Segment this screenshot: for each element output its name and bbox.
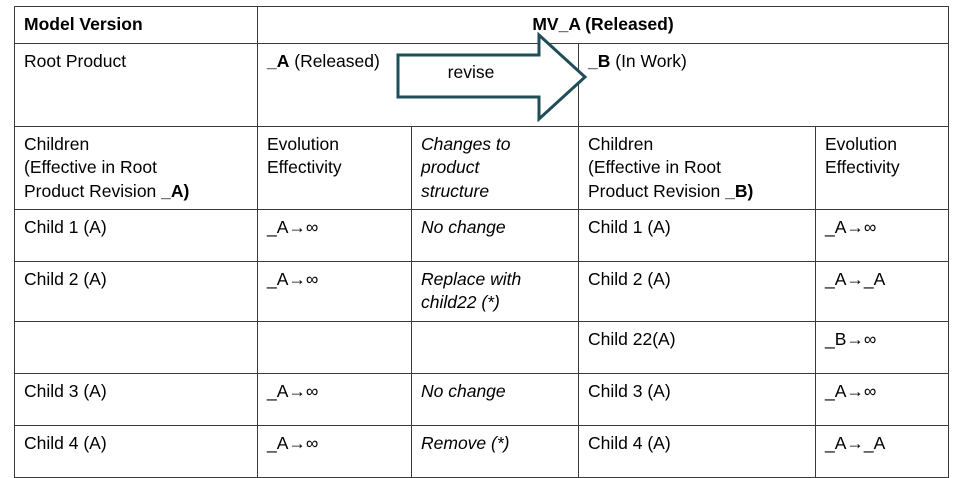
evolution-effectivity-right-line1: Evolution [825, 134, 897, 154]
cell-child-a: Child 2 (A) [14, 261, 258, 322]
cell-child-b: Child 1 (A) [578, 209, 816, 262]
changes-line3: structure [421, 180, 490, 201]
cell-effectivity-b: _A→_A [814, 261, 950, 322]
cell-effectivity-b: _A→∞ [814, 209, 950, 262]
cell-change [411, 320, 579, 374]
cell-header-evolution-effectivity-right: Evolution Effectivity [814, 126, 950, 210]
children-b-line3: Product Revision _B) [588, 180, 754, 201]
cell-child-a [14, 320, 258, 374]
children-b-line2: (Effective in Root [588, 157, 721, 178]
revise-arrow-label: revise [447, 62, 495, 82]
cell-effectivity-b: _A→_A [814, 424, 950, 478]
cell-child-b: Child 2 (A) [578, 261, 816, 322]
cell-child-b: Child 4 (A) [578, 424, 816, 478]
cell-model-version-label: Model Version [14, 6, 258, 44]
table-row: Child 22(A) _B→∞ [14, 320, 950, 374]
cell-effectivity-a [257, 320, 412, 374]
children-a-line2: (Effective in Root [24, 157, 157, 178]
cell-child-b: Child 3 (A) [578, 372, 816, 426]
table-row: Child 2 (A) _A→∞ Replace with child22 (*… [14, 261, 950, 322]
cell-root-product-rev-a: _A (Released) [257, 43, 579, 127]
rev-a-prefix: _A [267, 51, 290, 71]
rev-b-prefix: _B [588, 51, 611, 71]
cell-change: No change [411, 209, 579, 262]
model-version-comparison-table: Model Version MV_A (Released) Root Produ… [14, 6, 950, 478]
cell-child-a: Child 4 (A) [14, 424, 258, 478]
cell-child-b: Child 22(A) [578, 320, 816, 374]
table-row: Child 4 (A) _A→∞ Remove (*) Child 4 (A) … [14, 424, 950, 478]
evolution-effectivity-left-line1: Evolution [267, 134, 339, 154]
table-row-root-product: Root Product _A (Released) _B (In Work) [14, 43, 950, 127]
cell-header-changes-to-product-structure: Changes to product structure [411, 126, 579, 210]
table-row-column-headers: Children (Effective in Root Product Revi… [14, 126, 950, 210]
cell-root-product-rev-b: _B (In Work) [577, 43, 950, 127]
table-row: Child 3 (A) _A→∞ No change Child 3 (A) _… [14, 372, 950, 426]
cell-header-children-rev-b: Children (Effective in Root Product Revi… [578, 126, 816, 210]
cell-effectivity-a: _A→∞ [257, 261, 412, 322]
cell-change: Replace with child22 (*) [411, 261, 579, 322]
cell-change: Remove (*) [411, 424, 579, 478]
cell-child-a: Child 1 (A) [14, 209, 258, 262]
table-row: Child 1 (A) _A→∞ No change Child 1 (A) _… [14, 209, 950, 262]
rev-a-state: (Released) [289, 51, 380, 71]
cell-child-a: Child 3 (A) [14, 372, 258, 426]
changes-line2: product [421, 157, 480, 178]
cell-effectivity-b: _A→∞ [814, 372, 950, 426]
cell-effectivity-a: _A→∞ [257, 372, 412, 426]
rev-b-state: (In Work) [610, 51, 687, 71]
children-a-line3: Product Revision _A) [24, 180, 190, 201]
children-a-line1: Children [24, 134, 90, 154]
cell-change: No change [411, 372, 579, 426]
table-row-model-version: Model Version MV_A (Released) [14, 6, 950, 44]
evolution-effectivity-left-line2: Effectivity [267, 157, 342, 178]
cell-effectivity-a: _A→∞ [257, 424, 412, 478]
cell-root-product-label: Root Product [14, 43, 258, 127]
children-b-line1: Children [588, 134, 654, 154]
cell-mv-title: MV_A (Released) [256, 6, 950, 44]
evolution-effectivity-right-line2: Effectivity [825, 157, 900, 178]
cell-header-evolution-effectivity-left: Evolution Effectivity [257, 126, 412, 210]
cell-effectivity-a: _A→∞ [257, 209, 412, 262]
changes-line1: Changes to [421, 134, 511, 154]
cell-effectivity-b: _B→∞ [814, 320, 950, 374]
cell-header-children-rev-a: Children (Effective in Root Product Revi… [14, 126, 258, 210]
